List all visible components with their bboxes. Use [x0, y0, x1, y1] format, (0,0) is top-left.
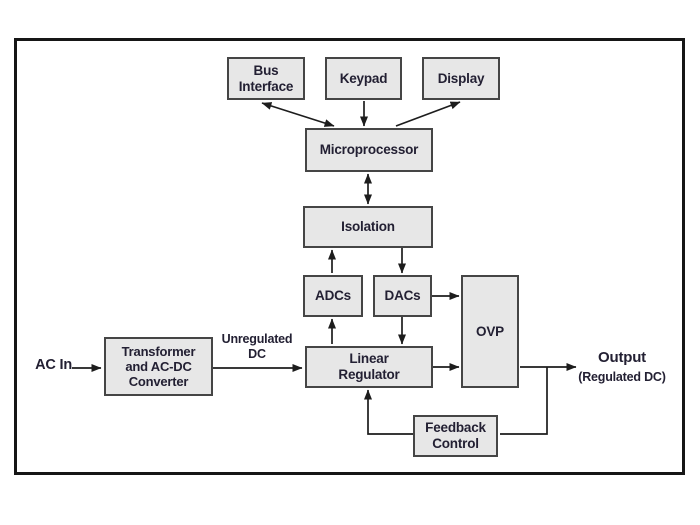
node-bus-interface: Bus Interface	[227, 57, 305, 100]
node-isolation: Isolation	[303, 206, 433, 248]
diagram-frame	[14, 38, 685, 475]
label-regulated-dc: (Regulated DC)	[578, 370, 666, 384]
node-adcs: ADCs	[303, 275, 363, 317]
node-linear-regulator: Linear Regulator	[305, 346, 433, 388]
label-unregulated-dc: Unregulated DC	[221, 332, 293, 361]
node-microprocessor: Microprocessor	[305, 128, 433, 172]
node-display: Display	[422, 57, 500, 100]
node-feedback-control: Feedback Control	[413, 415, 498, 457]
label-ac-in: AC In	[35, 357, 72, 373]
node-ovp: OVP	[461, 275, 519, 388]
node-dacs: DACs	[373, 275, 432, 317]
node-keypad: Keypad	[325, 57, 402, 100]
node-transformer-ac-dc-converter: Transformer and AC-DC Converter	[104, 337, 213, 396]
label-output: Output	[598, 349, 646, 366]
